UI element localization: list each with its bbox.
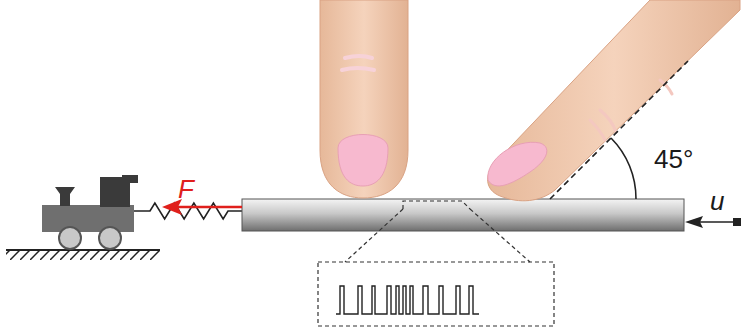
angle-label: 45°	[654, 146, 693, 172]
rod	[242, 199, 684, 231]
zoom-leader	[345, 209, 403, 262]
toy-train	[42, 175, 138, 249]
input-arrow	[700, 221, 736, 223]
ground-hatch	[6, 250, 160, 260]
input-label: u	[710, 188, 724, 214]
zoom-leader	[470, 209, 530, 262]
angle-arc	[611, 138, 636, 199]
spring	[134, 203, 242, 219]
finger-vertical	[320, 0, 408, 198]
force-arrow	[178, 206, 242, 209]
input-arrowhead	[685, 216, 703, 228]
angle-line	[550, 61, 688, 199]
ground-line	[6, 249, 160, 251]
input-terminal	[733, 218, 741, 226]
zoom-box	[318, 262, 554, 326]
zoom-region	[403, 201, 470, 209]
force-label: F	[178, 176, 194, 202]
square-wave	[336, 286, 479, 314]
finger-tilted	[488, 0, 740, 201]
